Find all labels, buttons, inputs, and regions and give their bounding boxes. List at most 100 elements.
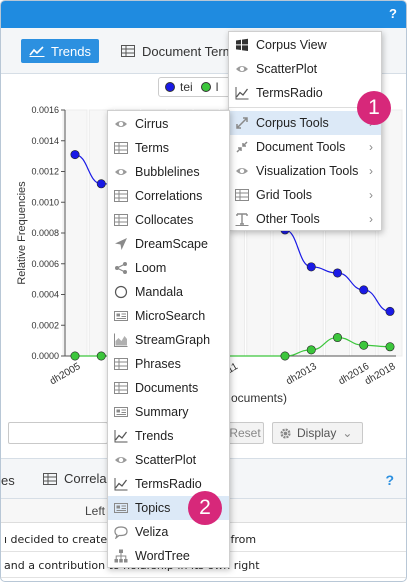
menu-item-streamgraph[interactable]: StreamGraph — [108, 328, 229, 352]
menu-item-label: Grid Tools — [256, 188, 313, 202]
menu-item-label: Cirrus — [135, 117, 169, 131]
menu-item-mandala[interactable]: Mandala — [108, 280, 229, 304]
menu-item-scatterplot[interactable]: ScatterPlot — [108, 448, 229, 472]
grid-icon — [114, 141, 128, 155]
newspaper-icon — [114, 309, 128, 323]
help-button[interactable]: ? — [389, 6, 397, 21]
menu-item-label: StreamGraph — [135, 333, 211, 347]
tab-fragment[interactable]: es — [1, 473, 15, 488]
data-point — [332, 333, 342, 343]
menu-item-summary[interactable]: Summary — [108, 400, 229, 424]
callout-badge-1: 1 — [357, 91, 391, 125]
help-button[interactable]: ? — [385, 472, 394, 488]
tab-trends[interactable]: Trends — [21, 39, 99, 63]
data-point — [306, 345, 316, 355]
menu-item-label: MicroSearch — [135, 309, 206, 323]
menu-item-label: TermsRadio — [256, 86, 323, 100]
legend-label-green[interactable]: l — [215, 80, 219, 94]
chevron-right-icon: › — [369, 188, 373, 202]
circle-icon — [114, 285, 128, 299]
menu-item-documents[interactable]: Documents — [108, 376, 229, 400]
menu-item-label: ScatterPlot — [135, 453, 197, 467]
menu-item-label: Phrases — [135, 357, 181, 371]
menu-item-visualization-tools[interactable]: Visualization Tools› — [229, 159, 381, 183]
menu-item-label: Bubblelines — [135, 165, 200, 179]
chart-legend: tei l — [158, 77, 238, 97]
data-point — [96, 351, 106, 361]
expand-icon — [235, 116, 249, 130]
menu-item-cirrus[interactable]: Cirrus — [108, 112, 229, 136]
location-arrow-icon — [114, 237, 128, 251]
legend-label-tei[interactable]: tei — [180, 80, 193, 94]
area-chart-icon — [114, 333, 128, 347]
newspaper-icon — [114, 501, 128, 515]
eye-icon — [114, 117, 128, 131]
menu-item-label: Topics — [135, 501, 171, 515]
search-input[interactable] — [8, 422, 108, 444]
y-tick-label: 0.0012 — [31, 167, 59, 177]
menu-item-microsearch[interactable]: MicroSearch — [108, 304, 229, 328]
text-icon — [235, 212, 249, 226]
menu-item-document-tools[interactable]: Document Tools› — [229, 135, 381, 159]
display-button[interactable]: Display ⌄ — [272, 422, 363, 444]
callout-badge-2: 2 — [188, 491, 222, 525]
menu-item-scatterplot[interactable]: ScatterPlot — [229, 57, 381, 81]
x-tick-label: dh2005 — [48, 361, 83, 387]
menu-item-corpus-tools[interactable]: Corpus Tools› — [229, 111, 381, 135]
menu-item-label: WordTree — [135, 549, 190, 563]
data-point — [332, 268, 342, 278]
menu-item-label: DreamScape — [135, 237, 208, 251]
y-tick-label: 0.0002 — [31, 320, 59, 330]
menu-item-label: Summary — [135, 405, 189, 419]
menu-item-label: TermsRadio — [135, 477, 202, 491]
menu-item-other-tools[interactable]: Other Tools› — [229, 207, 381, 231]
eye-icon — [235, 62, 249, 76]
chevron-down-icon: ⌄ — [342, 426, 353, 440]
tab-document-terms[interactable]: Document Terms — [121, 39, 240, 63]
menu-item-label: Loom — [135, 261, 167, 275]
reset-button[interactable]: Reset — [226, 422, 264, 444]
sitemap-icon — [114, 549, 128, 563]
menu-item-correlations[interactable]: Correlations — [108, 184, 229, 208]
menu-item-phrases[interactable]: Phrases — [108, 352, 229, 376]
column-header-left[interactable]: Left — [85, 504, 106, 518]
search-row: Reset Display ⌄ — [1, 422, 406, 448]
menu-item-veliza[interactable]: Veliza — [108, 520, 229, 544]
menu-item-collocates[interactable]: Collocates — [108, 208, 229, 232]
tab-label: Document Terms — [142, 43, 241, 59]
y-tick-label: 0.0016 — [31, 105, 59, 115]
grid-icon — [235, 188, 249, 202]
gear-icon — [280, 427, 291, 439]
share-icon — [114, 261, 128, 275]
data-point — [359, 285, 369, 295]
menu-item-wordtree[interactable]: WordTree — [108, 544, 229, 568]
tab-correlations[interactable]: Correla — [43, 471, 107, 486]
menu-item-label: Visualization Tools — [256, 164, 359, 178]
trends-icon — [235, 86, 249, 100]
menu-item-grid-tools[interactable]: Grid Tools › — [229, 183, 381, 207]
data-point — [96, 179, 106, 189]
menu-item-bubblelines[interactable]: Bubblelines — [108, 160, 229, 184]
title-bar: ? — [1, 1, 406, 28]
y-tick-label: 0.0010 — [31, 197, 59, 207]
compress-icon — [235, 140, 249, 154]
y-tick-label: 0.0008 — [31, 228, 59, 238]
tab-label: Trends — [51, 43, 91, 59]
speech-bubble-icon — [114, 525, 128, 539]
legend-dot-green — [200, 82, 211, 92]
menu-item-trends[interactable]: Trends — [108, 424, 229, 448]
eye-icon — [114, 453, 128, 467]
menu-item-corpus-view[interactable]: Corpus View — [229, 33, 381, 57]
menu-item-dreamscape[interactable]: DreamScape — [108, 232, 229, 256]
menu-separator — [229, 107, 381, 108]
trends-icon — [114, 429, 128, 443]
menu-item-terms[interactable]: Terms — [108, 136, 229, 160]
menu-item-loom[interactable]: Loom — [108, 256, 229, 280]
grid-icon — [114, 381, 128, 395]
menu-item-termsradio[interactable]: TermsRadio — [229, 81, 381, 105]
eye-icon — [114, 165, 128, 179]
data-point — [70, 150, 80, 160]
data-point — [280, 351, 290, 361]
grid-icon — [121, 45, 135, 57]
menu-item-termsradio[interactable]: TermsRadio — [108, 472, 229, 496]
